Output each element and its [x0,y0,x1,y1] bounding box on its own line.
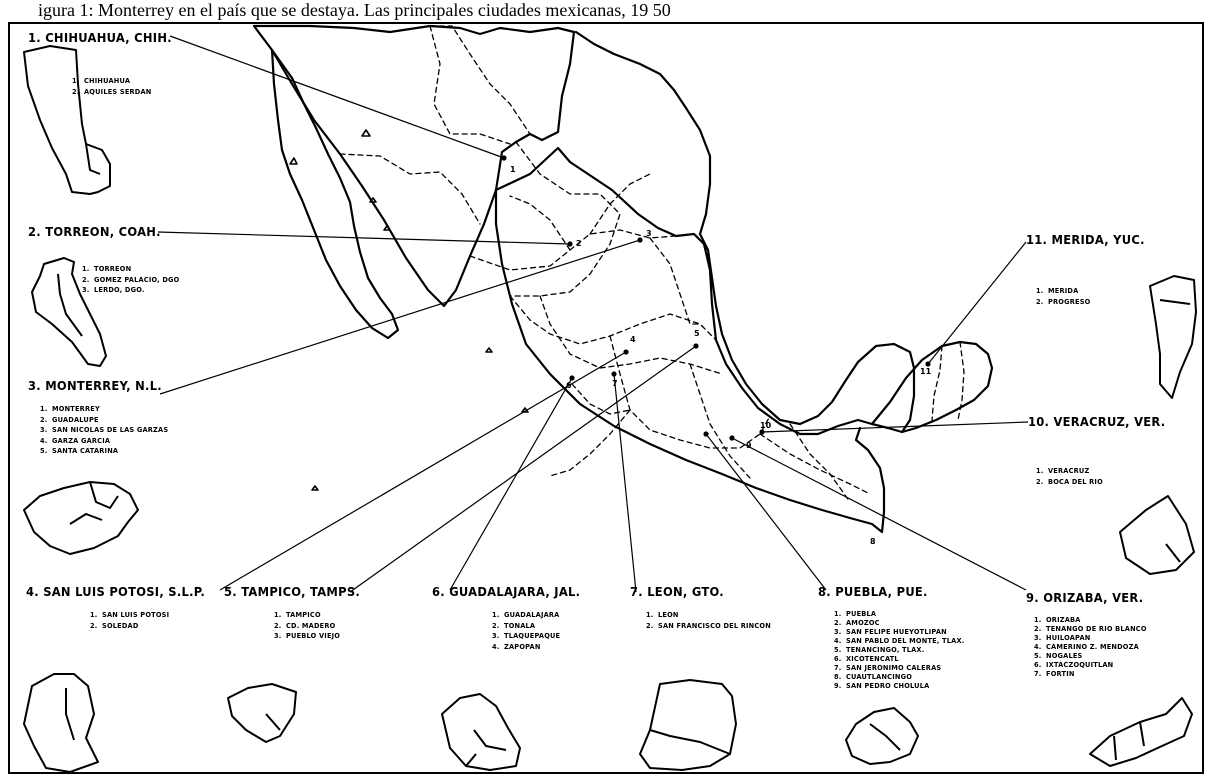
leader-lines [157,35,1029,593]
list-item: 2.TENANGO DE RIO BLANCO [1034,625,1147,633]
map-label-3: 3 [646,229,652,238]
inset-orizaba [1089,697,1193,767]
list-item: 2.GUADALUPE [40,415,99,424]
list-item: 2.SAN FRANCISCO DEL RINCON [646,621,771,630]
map-label-1: 1 [510,165,516,174]
map-label-9: 9 [746,441,752,450]
panel-list: 1.ORIZABA 2.TENANGO DE RIO BLANCO 3.HUIL… [1034,616,1147,679]
baja-california [270,48,400,340]
list-item: 7.SAN JERONIMO CALERAS [834,664,942,672]
list-item: 1.TORREON [82,265,132,273]
panel-list: 1.MONTERREY 2.GUADALUPE 3.SAN NICOLAS DE… [40,404,168,457]
panel-list: 1.TORREON 2.GOMEZ PALACIO, DGO 3.LERDO, … [82,264,179,296]
list-item: 2.AMOZOC [834,619,880,627]
list-item: 1.GUADALAJARA [492,611,560,619]
yucatan-peninsula [870,340,994,434]
list-item: 7.FORTIN [1034,670,1075,678]
list-item: 2.AQUILES SERDAN [72,87,152,96]
list-item: 3.TLAQUEPAQUE [492,632,561,640]
list-item: 5.TENANCINGO, TLAX. [834,646,925,654]
list-item: 3.HUILOAPAN [1034,634,1091,642]
list-item: 4.SAN PABLO DEL MONTE, TLAX. [834,637,965,645]
map-label-7: 7 [612,379,618,388]
list-item: 9.SAN PEDRO CHOLULA [834,682,930,690]
panel-list: 1.SAN LUIS POTOSI 2.SOLEDAD [90,610,169,631]
mexico-mainland [494,30,916,436]
inset-merida [1149,275,1197,399]
list-item: 6.IXTACZOQUITLAN [1034,661,1114,669]
map-label-4: 4 [630,335,636,344]
map-label-5: 5 [694,329,700,338]
map-label-10: 10 [760,421,772,430]
panel-list: 1.PUEBLA 2.AMOZOC 3.SAN FELIPE HUEYOTLIP… [834,610,964,691]
panel-title: 9. ORIZABA, VER. [1026,590,1144,605]
list-item: 2.BOCA DEL RIO [1036,477,1103,486]
inset-leon [639,679,737,771]
map-label-6: 6 [566,381,572,390]
list-item: 3.SAN NICOLAS DE LAS GARZAS [40,426,169,434]
list-item: 8.CUAUTLANCINGO [834,673,912,681]
map-label-11: 11 [920,367,932,376]
inset-puebla [845,707,919,765]
inset-veracruz [1119,495,1195,575]
list-item: 1.LEON [646,611,679,619]
panel-list: 1.TAMPICO 2.CD. MADERO 3.PUEBLO VIEJO [274,610,340,642]
mexico-south-coast [494,188,886,534]
inset-guadalajara [441,693,521,771]
mexico-map-svg: 1 2 3 4 5 6 7 8 9 10 11 [23,24,1197,772]
list-item: 5.NOGALES [1034,652,1083,660]
panel-title: 8. PUEBLA, PUE. [818,584,928,599]
panel-title: 11. MERIDA, YUC. [1026,232,1145,247]
panel-list: 1.MERIDA 2.PROGRESO [1036,286,1090,307]
panel-title: 5. TAMPICO, TAMPS. [224,584,361,599]
islands [289,129,529,491]
panel-title: 3. MONTERREY, N.L. [28,378,162,393]
list-item: 6.XICOTENCATL [834,655,899,663]
list-item: 1.MERIDA [1036,287,1079,295]
panel-list: 1.VERACRUZ 2.BOCA DEL RIO [1036,466,1103,487]
inset-slp [23,673,99,772]
inset-monterrey [23,481,139,555]
panel-title: 2. TORREON, COAH. [28,224,161,239]
list-item: 1.MONTERREY [40,405,100,413]
list-item: 2.PROGRESO [1036,297,1091,306]
list-item: 2.CD. MADERO [274,621,336,630]
state-borders [339,25,965,503]
panel-title: 4. SAN LUIS POTOSI, S.L.P. [26,584,205,599]
list-item: 4.ZAPOPAN [492,642,541,651]
city-dots [501,155,931,441]
list-item: 5.SANTA CATARINA [40,447,119,455]
list-item: 2.GOMEZ PALACIO, DGO [82,275,180,284]
list-item: 1.ORIZABA [1034,616,1081,624]
list-item: 1.PUEBLA [834,610,877,618]
panel-list: 1.GUADALAJARA 2.TONALA 3.TLAQUEPAQUE 4.Z… [492,610,560,652]
list-item: 1.TAMPICO [274,611,321,619]
list-item: 4.CAMERINO Z. MENDOZA [1034,643,1139,651]
list-item: 2.SOLEDAD [90,621,139,630]
list-item: 3.LERDO, DGO. [82,286,145,294]
map-label-8: 8 [870,537,876,546]
map-label-2: 2 [576,239,582,248]
list-item: 2.TONALA [492,621,536,630]
list-item: 4.GARZA GARCIA [40,436,111,445]
panel-title: 6. GUADALAJARA, JAL. [432,584,581,599]
panel-title: 1. CHIHUAHUA, CHIH. [28,30,172,45]
inset-shapes [23,45,1197,772]
panel-list: 1.LEON 2.SAN FRANCISCO DEL RINCON [646,610,771,631]
list-item: 3.SAN FELIPE HUEYOTLIPAN [834,628,947,636]
inset-torreon [31,257,107,367]
inset-chihuahua [23,45,111,195]
figure-caption: igura 1: Monterrey en el país que se des… [38,0,671,20]
mexico-outline [252,24,576,308]
list-item: 1.VERACRUZ [1036,467,1090,475]
panel-title: 7. LEON, GTO. [630,584,724,599]
inset-tampico [227,683,297,743]
map-figure-frame: 1 2 3 4 5 6 7 8 9 10 11 [8,22,1204,774]
list-item: 3.PUEBLO VIEJO [274,632,341,640]
panel-title: 10. VERACRUZ, VER. [1028,414,1166,429]
list-item: 1.SAN LUIS POTOSI [90,611,170,619]
